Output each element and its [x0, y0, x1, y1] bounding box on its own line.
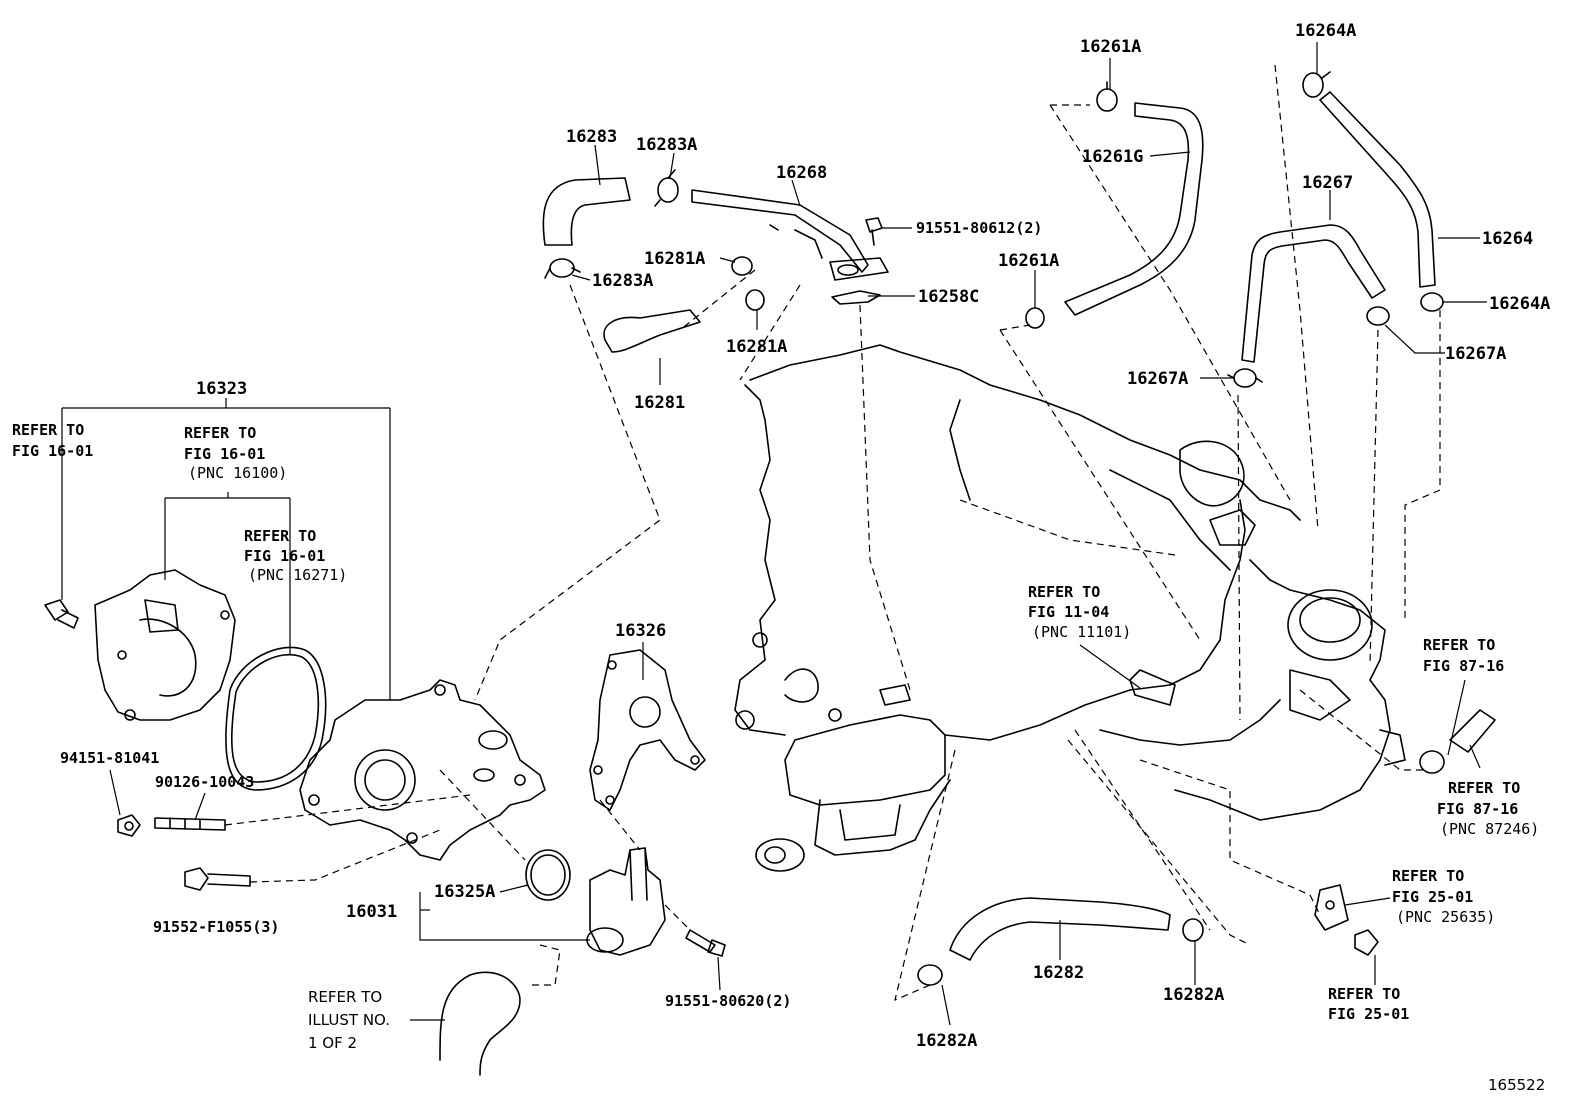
part-label-16283a-bottom: 16283A: [592, 271, 653, 291]
clamp-16261a-top-drawing: [1096, 81, 1118, 112]
clamp-16283a-bottom-drawing: [544, 258, 581, 279]
ref-left-line1: REFER TO: [12, 421, 84, 439]
o-ring-16325a-drawing: [525, 849, 571, 901]
ref-fig87a-line1: REFER TO: [1423, 636, 1495, 654]
part-label-91551-80612: 91551-80612(2): [916, 219, 1042, 237]
part-label-16264: 16264: [1482, 229, 1533, 249]
reference-notes: REFER TO FIG 16-01 REFER TO FIG 16-01 (P…: [12, 421, 1539, 1052]
leader-lines: [61, 42, 1487, 1026]
part-label-16283a-top: 16283A: [636, 135, 697, 155]
ref-fig87a-line2: FIG 87-16: [1423, 657, 1504, 675]
hose-16267-drawing: [1241, 224, 1386, 363]
part-label-16282: 16282: [1033, 963, 1084, 983]
clamp-16282a-left-drawing: [917, 964, 943, 986]
water-inlet-16031-drawing: [586, 847, 666, 956]
dashed-connection-lines: [224, 64, 1441, 1002]
ref-fig87b-line2: FIG 87-16: [1437, 800, 1518, 818]
part-label-16281a-bottom: 16281A: [726, 337, 787, 357]
bolt-left-drawing: [44, 599, 79, 629]
hose-16283-drawing: [542, 177, 631, 246]
water-pump-body-drawing: [299, 679, 546, 861]
ref-gasket-line1: REFER TO: [244, 527, 316, 545]
ref-fig11-line1: REFER TO: [1028, 583, 1100, 601]
bolt-91551-80612-drawing: [865, 217, 883, 246]
ref-gasket-line2: FIG 16-01: [244, 547, 325, 565]
part-label-94151-81041: 94151-81041: [60, 749, 159, 767]
ref-fig87b-line1: REFER TO: [1448, 779, 1520, 797]
part-label-16281: 16281: [634, 393, 685, 413]
ref-fig25a-line2: FIG 25-01: [1392, 888, 1473, 906]
part-label-16267a-right: 16267A: [1445, 344, 1506, 364]
part-label-16261g: 16261G: [1082, 147, 1143, 167]
hose-16264-drawing: [1319, 91, 1436, 288]
ref-fig25b-line2: FIG 25-01: [1328, 1005, 1409, 1023]
clamp-16267a-right-drawing: [1366, 306, 1390, 326]
ref-cover-line2: FIG 16-01: [184, 445, 265, 463]
part-label-16283: 16283: [566, 127, 617, 147]
ref-illust-line1: REFER TO: [308, 988, 382, 1006]
ref-fig25b-line1: REFER TO: [1328, 985, 1400, 1003]
part-label-16326: 16326: [615, 621, 666, 641]
gasket-16258c-drawing: [831, 290, 881, 305]
part-label-91551-80620: 91551-80620(2): [665, 992, 791, 1010]
hose-fig87-drawing: [1419, 709, 1496, 774]
part-label-16031: 16031: [346, 902, 397, 922]
part-label-16264a-right: 16264A: [1489, 294, 1550, 314]
clamp-16283a-top-drawing: [654, 169, 679, 207]
part-number-labels: 16261A 16264A 16283 16283A 16268 16261G …: [60, 21, 1550, 1051]
clamp-16264a-top-drawing: [1302, 71, 1331, 98]
ref-left-line2: FIG 16-01: [12, 442, 93, 460]
pump-cover-drawing: [94, 569, 236, 721]
ref-fig11-line3: (PNC 11101): [1032, 623, 1131, 641]
diagram-id: 165522: [1488, 1076, 1545, 1094]
part-label-16258c: 16258C: [918, 287, 979, 307]
ref-illust-line2: ILLUST NO.: [308, 1011, 390, 1029]
pipe-16268-drawing: [691, 189, 889, 281]
nut-94151-drawing: [117, 814, 141, 837]
ref-cover-line1: REFER TO: [184, 424, 256, 442]
hose-refer-illust-drawing: [439, 971, 521, 1076]
part-label-16261a-mid: 16261A: [998, 251, 1059, 271]
ref-illust-line3: 1 OF 2: [308, 1034, 357, 1052]
part-label-16282a-right: 16282A: [1163, 985, 1224, 1005]
part-label-16261a-top: 16261A: [1080, 37, 1141, 57]
part-label-16267: 16267: [1302, 173, 1353, 193]
hose-16261g-drawing: [1064, 102, 1204, 316]
engine-assembly-drawing: [734, 344, 1406, 872]
ref-fig25a-line3: (PNC 25635): [1396, 908, 1495, 926]
part-label-16282a-left: 16282A: [916, 1031, 977, 1051]
stud-90126-drawing: [154, 817, 226, 831]
ref-cover-line3: (PNC 16100): [188, 464, 287, 482]
clamp-16281a-bottom-drawing: [745, 289, 765, 311]
pump-gasket-drawing: [225, 646, 327, 791]
hose-16282-drawing: [949, 897, 1171, 961]
bolt-fig25-drawing: [1354, 929, 1379, 956]
ref-gasket-line3: (PNC 16271): [248, 566, 347, 584]
bracket-25635-drawing: [1314, 884, 1349, 931]
part-label-16268: 16268: [776, 163, 827, 183]
part-label-16267a-left: 16267A: [1127, 369, 1188, 389]
part-label-91552-f1055: 91552-F1055(3): [153, 918, 279, 936]
clamp-16281a-top-drawing: [731, 256, 753, 276]
ref-fig25a-line1: REFER TO: [1392, 867, 1464, 885]
hose-16281-drawing: [603, 309, 701, 353]
clamp-16264a-right-drawing: [1420, 292, 1444, 312]
bolt-91551-80620-drawing: [685, 929, 726, 957]
part-label-16323: 16323: [196, 379, 247, 399]
part-label-16264a-top: 16264A: [1295, 21, 1356, 41]
clamp-16282a-right-drawing: [1182, 918, 1204, 942]
part-label-16281a-top: 16281A: [644, 249, 705, 269]
ref-fig87b-line3: (PNC 87246): [1440, 820, 1539, 838]
part-label-16325a: 16325A: [434, 882, 495, 902]
bolt-91552-drawing: [184, 867, 251, 891]
gasket-16326-drawing: [589, 649, 706, 811]
part-label-90126-10043: 90126-10043: [155, 773, 254, 791]
ref-fig11-line2: FIG 11-04: [1028, 603, 1109, 621]
